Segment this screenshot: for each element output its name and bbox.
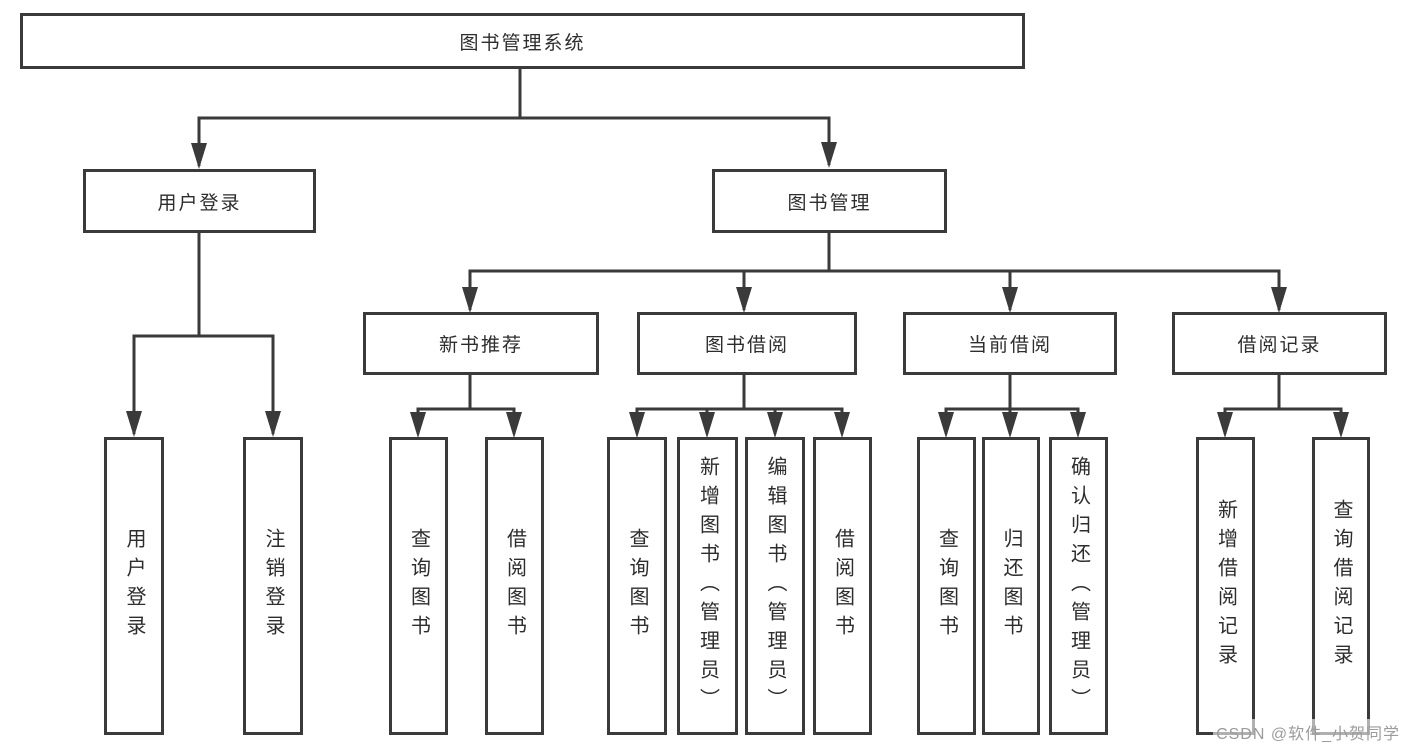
node-library-management-system: 图书管理系统	[20, 13, 1025, 69]
node-current-borrowing: 当前借阅	[903, 312, 1117, 375]
leaf-bb-query-books: 查询图书	[607, 437, 667, 735]
watermark-csdn: CSDN @软件_小贺同学	[1213, 719, 1403, 745]
node-book-borrowing: 图书借阅	[637, 312, 857, 375]
leaf-cb-confirm-return-admin: 确认归还（管理员）	[1049, 437, 1108, 735]
node-new-book-recommendation: 新书推荐	[363, 312, 599, 375]
leaf-logout: 注销登录	[243, 437, 303, 735]
leaf-bb-edit-books-admin: 编辑图书（管理员）	[745, 437, 805, 735]
leaf-cb-query-books: 查询图书	[917, 437, 976, 735]
leaf-user-login: 用户登录	[104, 437, 164, 735]
leaf-cb-return-books: 归还图书	[982, 437, 1040, 735]
leaf-nbr-query-books: 查询图书	[389, 437, 448, 735]
node-borrowing-records: 借阅记录	[1172, 312, 1387, 375]
leaf-bb-add-books-admin: 新增图书（管理员）	[677, 437, 738, 735]
node-user-login: 用户登录	[83, 169, 316, 233]
leaf-bb-borrow-books: 借阅图书	[813, 437, 872, 735]
leaf-br-query-record: 查询借阅记录	[1312, 437, 1370, 735]
node-book-management: 图书管理	[712, 169, 947, 233]
leaf-br-add-record: 新增借阅记录	[1196, 437, 1255, 735]
leaf-nbr-borrow-books: 借阅图书	[485, 437, 544, 735]
